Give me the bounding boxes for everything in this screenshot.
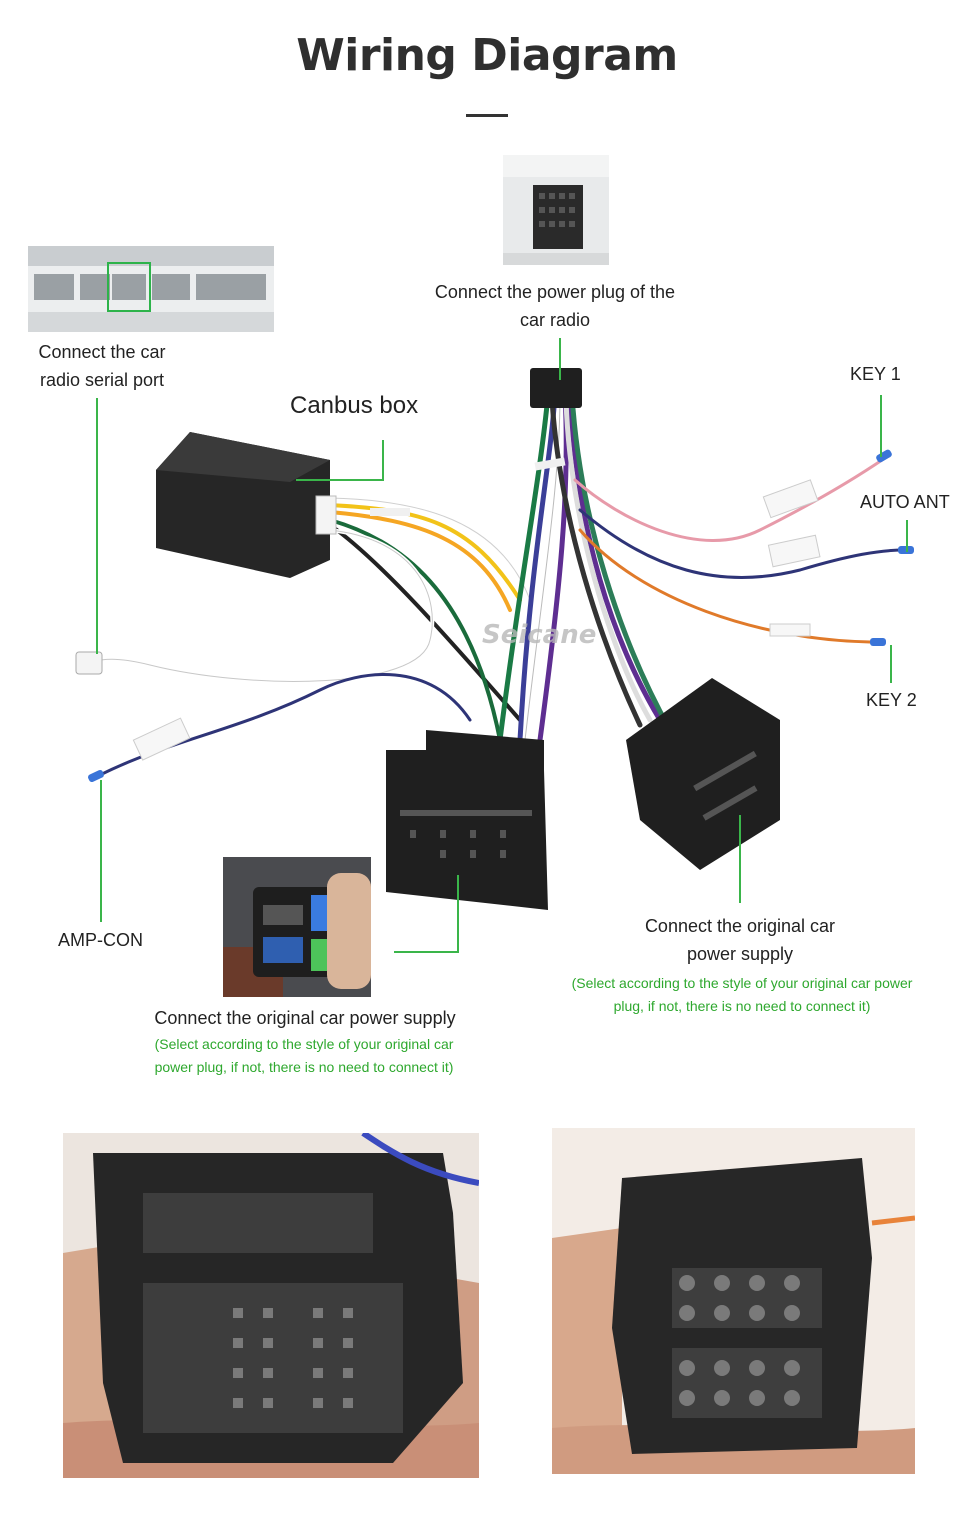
orig-power-bottom-label: Connect the original car power supply xyxy=(154,1008,456,1028)
left-plug-leader-h xyxy=(394,951,459,953)
canbus-leader-h xyxy=(296,479,384,481)
harness-diagram: Seicane xyxy=(75,368,914,910)
svg-text:Seicane: Seicane xyxy=(482,620,596,650)
radio-back-photo xyxy=(503,155,609,265)
orig-power-bottom-note: (Select according to the style of your o… xyxy=(154,1036,454,1075)
bottom-right-connector-photo xyxy=(552,1128,915,1474)
auto-ant-leader xyxy=(906,520,908,552)
key1-label: KEY 1 xyxy=(850,364,901,384)
key2-label: KEY 2 xyxy=(866,690,917,710)
orig-power-right-note: (Select according to the style of your o… xyxy=(571,975,913,1014)
key1-leader xyxy=(880,395,882,457)
key2-leader xyxy=(890,645,892,683)
bottom-left-connector-photo xyxy=(63,1133,479,1478)
amp-con-label: AMP-CON xyxy=(58,930,143,950)
auto-ant-label: AUTO ANT xyxy=(860,492,950,512)
inset-plug-photo xyxy=(223,857,371,997)
amp-con-leader xyxy=(100,780,102,922)
power-plug-leader xyxy=(559,338,561,380)
power-plug-label: Connect the power plug of the car radio xyxy=(434,282,676,330)
page-title: Wiring Diagram xyxy=(296,30,678,81)
canbus-leader-v xyxy=(382,440,384,481)
serial-port-leader xyxy=(96,398,98,654)
canbus-label: Canbus box xyxy=(290,392,419,419)
serial-port-label: Connect the car radio serial port xyxy=(38,342,166,390)
title-divider xyxy=(466,114,508,117)
orig-power-right-label: Connect the original car power supply xyxy=(644,916,836,964)
right-plug-leader xyxy=(739,815,741,903)
left-plug-leader-v xyxy=(457,875,459,953)
serial-port-photo xyxy=(28,246,274,332)
